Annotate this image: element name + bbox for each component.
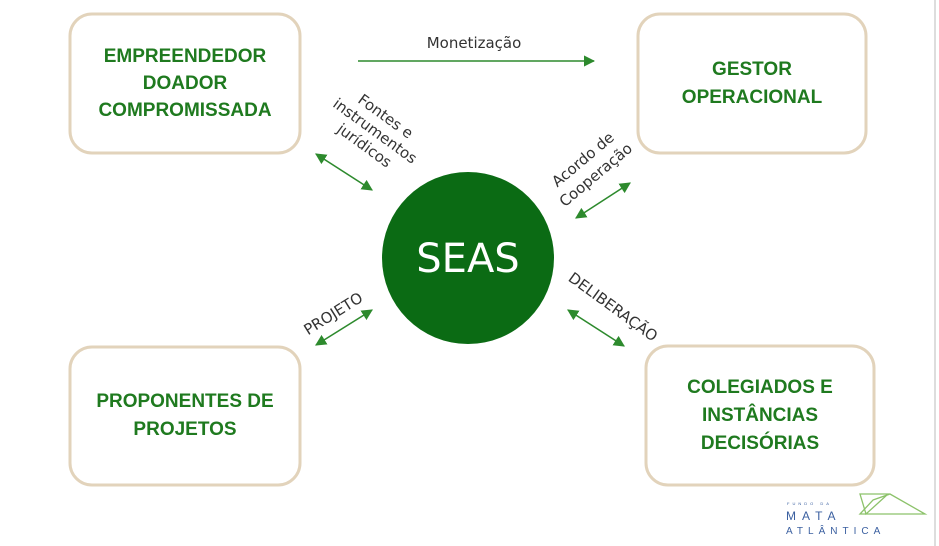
box-line: EMPREENDEDOR bbox=[104, 46, 267, 67]
label-line: DELIBERAÇÃO bbox=[565, 268, 662, 345]
logo-mata-atlantica: FUNDO DA MATA ATLÂNTICA bbox=[786, 493, 928, 537]
box-line: DECISÓRIAS bbox=[701, 432, 819, 454]
arrow-deliberacao bbox=[567, 309, 625, 347]
box-line: PROPONENTES DE bbox=[96, 391, 273, 412]
logo-line: MATA bbox=[786, 509, 842, 523]
box-proponentes: PROPONENTES DE PROJETOS bbox=[68, 345, 302, 487]
arrow-acordo bbox=[575, 182, 631, 219]
box-line: COMPROMISSADA bbox=[98, 100, 271, 121]
box-gestor: GESTOR OPERACIONAL bbox=[636, 12, 868, 155]
center-label: SEAS bbox=[416, 236, 519, 282]
label-acordo: Acordo de Cooperação bbox=[548, 128, 636, 210]
label-deliberacao: DELIBERAÇÃO bbox=[565, 268, 662, 345]
box-line: OPERACIONAL bbox=[682, 87, 823, 108]
arrow-fontes bbox=[315, 153, 373, 191]
label-monetizacao: Monetização bbox=[427, 34, 522, 52]
box-line: PROJETOS bbox=[133, 419, 236, 440]
box-line: INSTÂNCIAS bbox=[702, 404, 818, 426]
logo-line: ATLÂNTICA bbox=[786, 524, 885, 537]
box-colegiados: COLEGIADOS E INSTÂNCIAS DECISÓRIAS bbox=[644, 344, 876, 487]
arrow-projeto bbox=[315, 309, 373, 346]
logo-line: FUNDO DA bbox=[787, 501, 832, 506]
label-line: PROJETO bbox=[301, 289, 367, 339]
box-empreendedor: EMPREENDEDOR DOADOR COMPROMISSADA bbox=[68, 12, 302, 155]
box-line: COLEGIADOS E bbox=[687, 377, 833, 398]
box-line: DOADOR bbox=[143, 73, 228, 94]
box-line: GESTOR bbox=[712, 59, 792, 80]
label-projeto: PROJETO bbox=[301, 289, 367, 339]
center-node: SEAS bbox=[382, 172, 554, 344]
